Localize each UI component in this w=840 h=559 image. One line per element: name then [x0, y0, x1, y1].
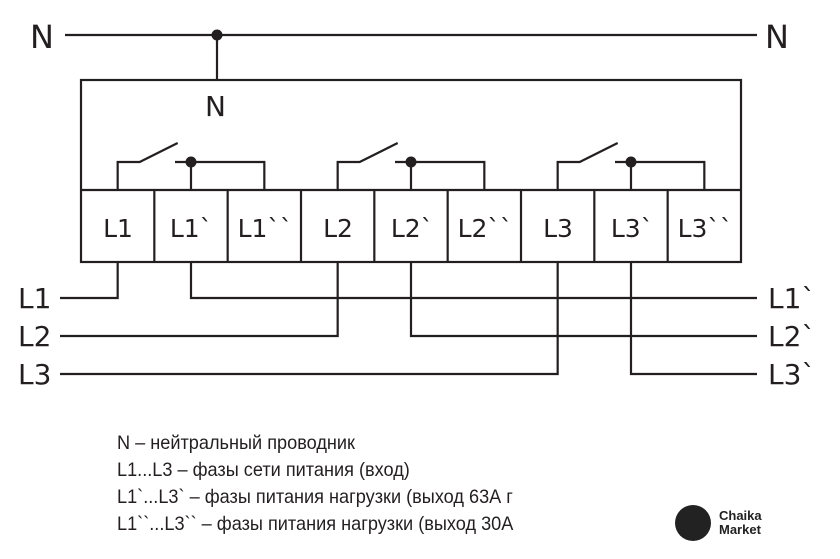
legend: N – нейтральный проводник L1...L3 – фазы…	[117, 430, 513, 538]
output-label-l3: L3`	[768, 358, 815, 391]
input-wire	[60, 262, 339, 338]
input-label-l3: L3	[18, 358, 51, 391]
switch-contact	[116, 142, 179, 190]
switch-output-bus	[395, 160, 486, 190]
input-wire	[60, 262, 119, 300]
watermark: Chaika Market	[675, 505, 762, 541]
switch-output-bus	[175, 160, 266, 190]
output-wire	[409, 262, 757, 338]
legend-neutral: N – нейтральный проводник	[117, 432, 355, 454]
legend-outputs-63a: L1`...L3` – фазы питания нагрузки (выход…	[117, 486, 513, 508]
output-label-l2: L2`	[768, 320, 815, 353]
watermark-line1: Chaika	[719, 508, 762, 523]
input-label-l1: L1	[18, 282, 51, 315]
neutral-left-label: N	[30, 18, 54, 56]
input-wire	[60, 262, 559, 376]
legend-outputs-30a: L1``...L3`` – фазы питания нагрузки (вых…	[117, 513, 514, 535]
input-label-l2: L2	[18, 320, 51, 353]
switch-contact	[336, 142, 399, 190]
seagull-logo-icon	[675, 505, 711, 541]
terminal-label: L1`	[170, 214, 212, 243]
neutral-right-label: N	[765, 18, 789, 56]
switch-junction	[625, 156, 637, 168]
switch-output-bus	[615, 160, 706, 190]
switch-junction	[405, 156, 417, 168]
legend-inputs: L1...L3 – фазы сети питания (вход)	[117, 459, 410, 481]
terminal-label: L1``	[238, 214, 293, 243]
switch-junction	[185, 156, 197, 168]
switch-contact	[556, 142, 619, 190]
terminal-label: L2`	[391, 214, 433, 243]
terminal-label: L2``	[458, 214, 513, 243]
terminal-label: L3`	[611, 214, 653, 243]
terminal-label: L2	[323, 214, 353, 243]
watermark-line2: Market	[719, 522, 761, 537]
terminal-label: L3``	[678, 214, 733, 243]
output-wire	[189, 262, 757, 300]
terminal-label: L3	[543, 214, 573, 243]
output-label-l1: L1`	[768, 282, 815, 315]
terminal-label: L1	[103, 214, 133, 243]
output-wire	[629, 262, 757, 376]
device-neutral-label: N	[205, 90, 226, 123]
